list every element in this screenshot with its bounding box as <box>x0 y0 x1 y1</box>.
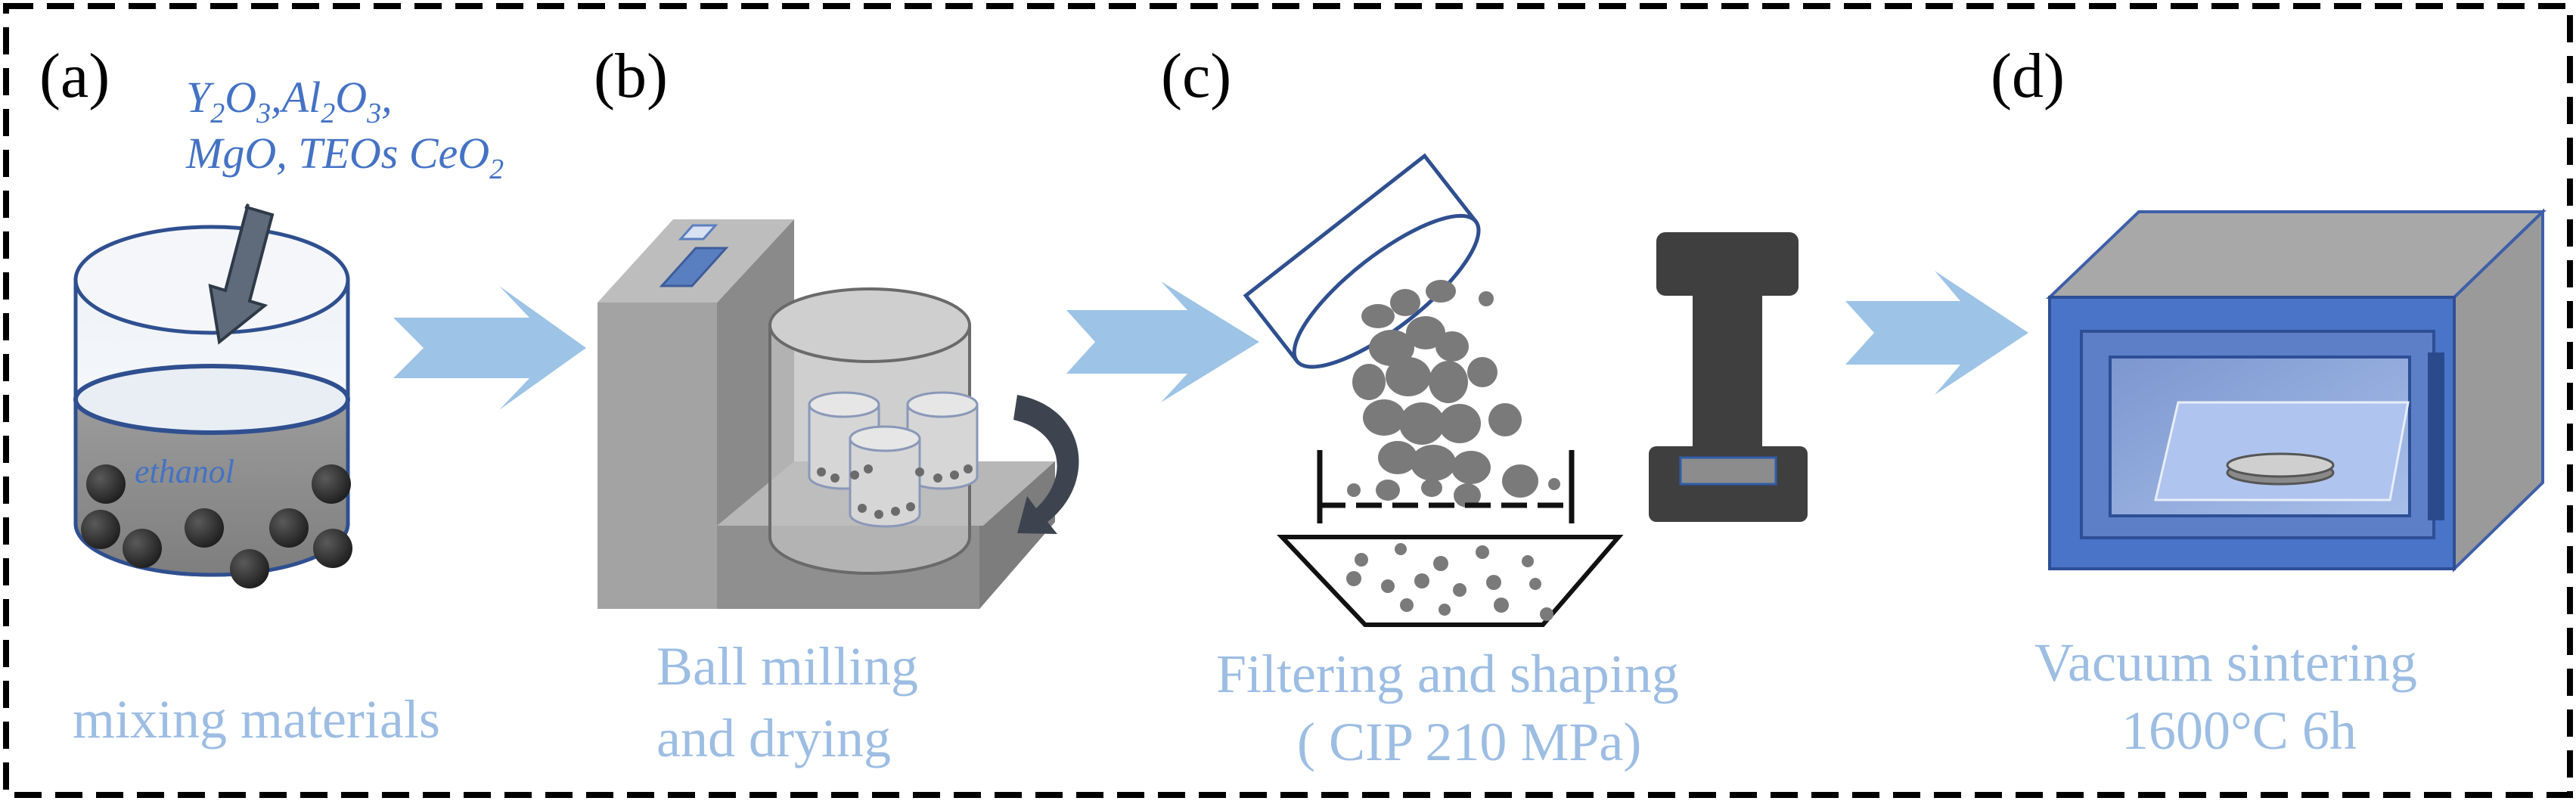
pour-in-arrow <box>208 203 275 345</box>
panel-c-caption-line1: Filtering and shaping <box>1216 644 1679 704</box>
panel-c-label: (c) <box>1161 41 1231 111</box>
panel-a: (a) Y2O3,Al2O3, MgO, TEOs CeO2 ethanol m… <box>39 41 504 750</box>
panel-a-formula-line1: Y2O3,Al2O3, <box>186 73 393 129</box>
pouring-beaker <box>1243 153 1481 369</box>
panel-d-label: (d) <box>1991 41 2065 111</box>
powder-clumps <box>1347 280 1560 508</box>
panel-a-caption-line1: mixing materials <box>73 689 440 750</box>
rotation-arrow-icon <box>1013 395 1079 534</box>
panel-d: (d) Vacuum sintering 1600°C 6h <box>1991 41 2547 761</box>
panel-a-label: (a) <box>39 41 110 111</box>
panel-a-formula-line2: MgO, TEOs CeO2 <box>185 129 504 185</box>
ball-mill-machine <box>597 219 1079 609</box>
panel-c-caption-line2: ( CIP 210 MPa) <box>1297 712 1641 772</box>
panel-b: (b) <box>594 41 1079 768</box>
dashed-border <box>3 3 2573 798</box>
panel-d-caption-line1: Vacuum sintering <box>2034 632 2417 693</box>
mixing-beaker: ethanol <box>73 225 352 588</box>
flow-arrow-3 <box>1845 271 2028 395</box>
panel-d-caption-line2: 1600°C 6h <box>2121 700 2357 761</box>
vacuum-furnace <box>2046 208 2547 573</box>
panel-b-caption-line1: Ball milling <box>656 636 918 697</box>
filter-screen <box>1317 450 1575 523</box>
isostatic-press <box>1649 232 1808 522</box>
flow-arrow-2 <box>1066 281 1259 402</box>
panel-b-caption-line2: and drying <box>656 708 891 768</box>
flow-arrow-1 <box>393 286 586 410</box>
ethanol-label: ethanol <box>135 453 234 490</box>
panel-b-label: (b) <box>594 41 668 111</box>
collecting-tray <box>1277 535 1624 627</box>
panel-c: (c) <box>1161 41 1808 772</box>
